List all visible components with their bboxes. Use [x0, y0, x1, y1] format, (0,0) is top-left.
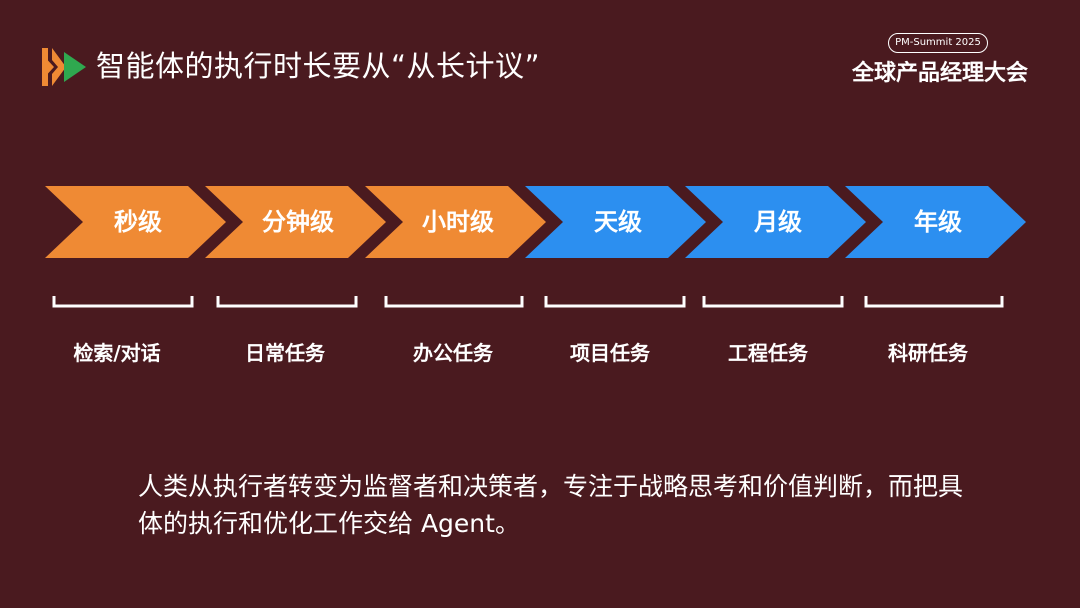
chevron-label-years: 年级 [914, 208, 962, 236]
task-label-project: 项目任务 [570, 341, 650, 365]
bracket-3 [384, 296, 524, 308]
bracket-1 [52, 296, 194, 308]
chevron-years [845, 186, 1026, 258]
chevron-hours [365, 186, 546, 258]
task-label-daily: 日常任务 [245, 341, 325, 365]
bracket-4 [544, 296, 686, 308]
chevron-minutes [205, 186, 386, 258]
chevron-label-days: 天级 [594, 208, 642, 236]
timeline-graphic [45, 186, 1026, 308]
task-label-retrieval: 检索/对话 [73, 341, 161, 365]
summary-text: 人类从执行者转变为监督者和决策者，专注于战略思考和价值判断，而把具体的执行和优化… [138, 472, 964, 538]
chevron-months [685, 186, 866, 258]
task-label-office: 办公任务 [413, 341, 493, 365]
bracket-5 [702, 296, 844, 308]
chevron-label-minutes: 分钟级 [262, 208, 334, 236]
slide-title: 智能体的执行时长要从“从长计议” [96, 49, 541, 83]
summit-badge: PM-Summit 2025 [888, 33, 988, 53]
chevron-label-months: 月级 [754, 208, 802, 236]
chevron-seconds [45, 186, 226, 258]
task-label-engineering: 工程任务 [728, 341, 808, 365]
conference-name: 全球产品经理大会 [851, 61, 1028, 86]
chevron-days [525, 186, 706, 258]
task-label-research: 科研任务 [888, 341, 968, 365]
chevron-label-hours: 小时级 [422, 208, 494, 236]
chevron-label-seconds: 秒级 [114, 208, 162, 236]
summit-logo-icon [42, 48, 86, 86]
bracket-6 [864, 296, 1004, 308]
bracket-2 [216, 296, 358, 308]
